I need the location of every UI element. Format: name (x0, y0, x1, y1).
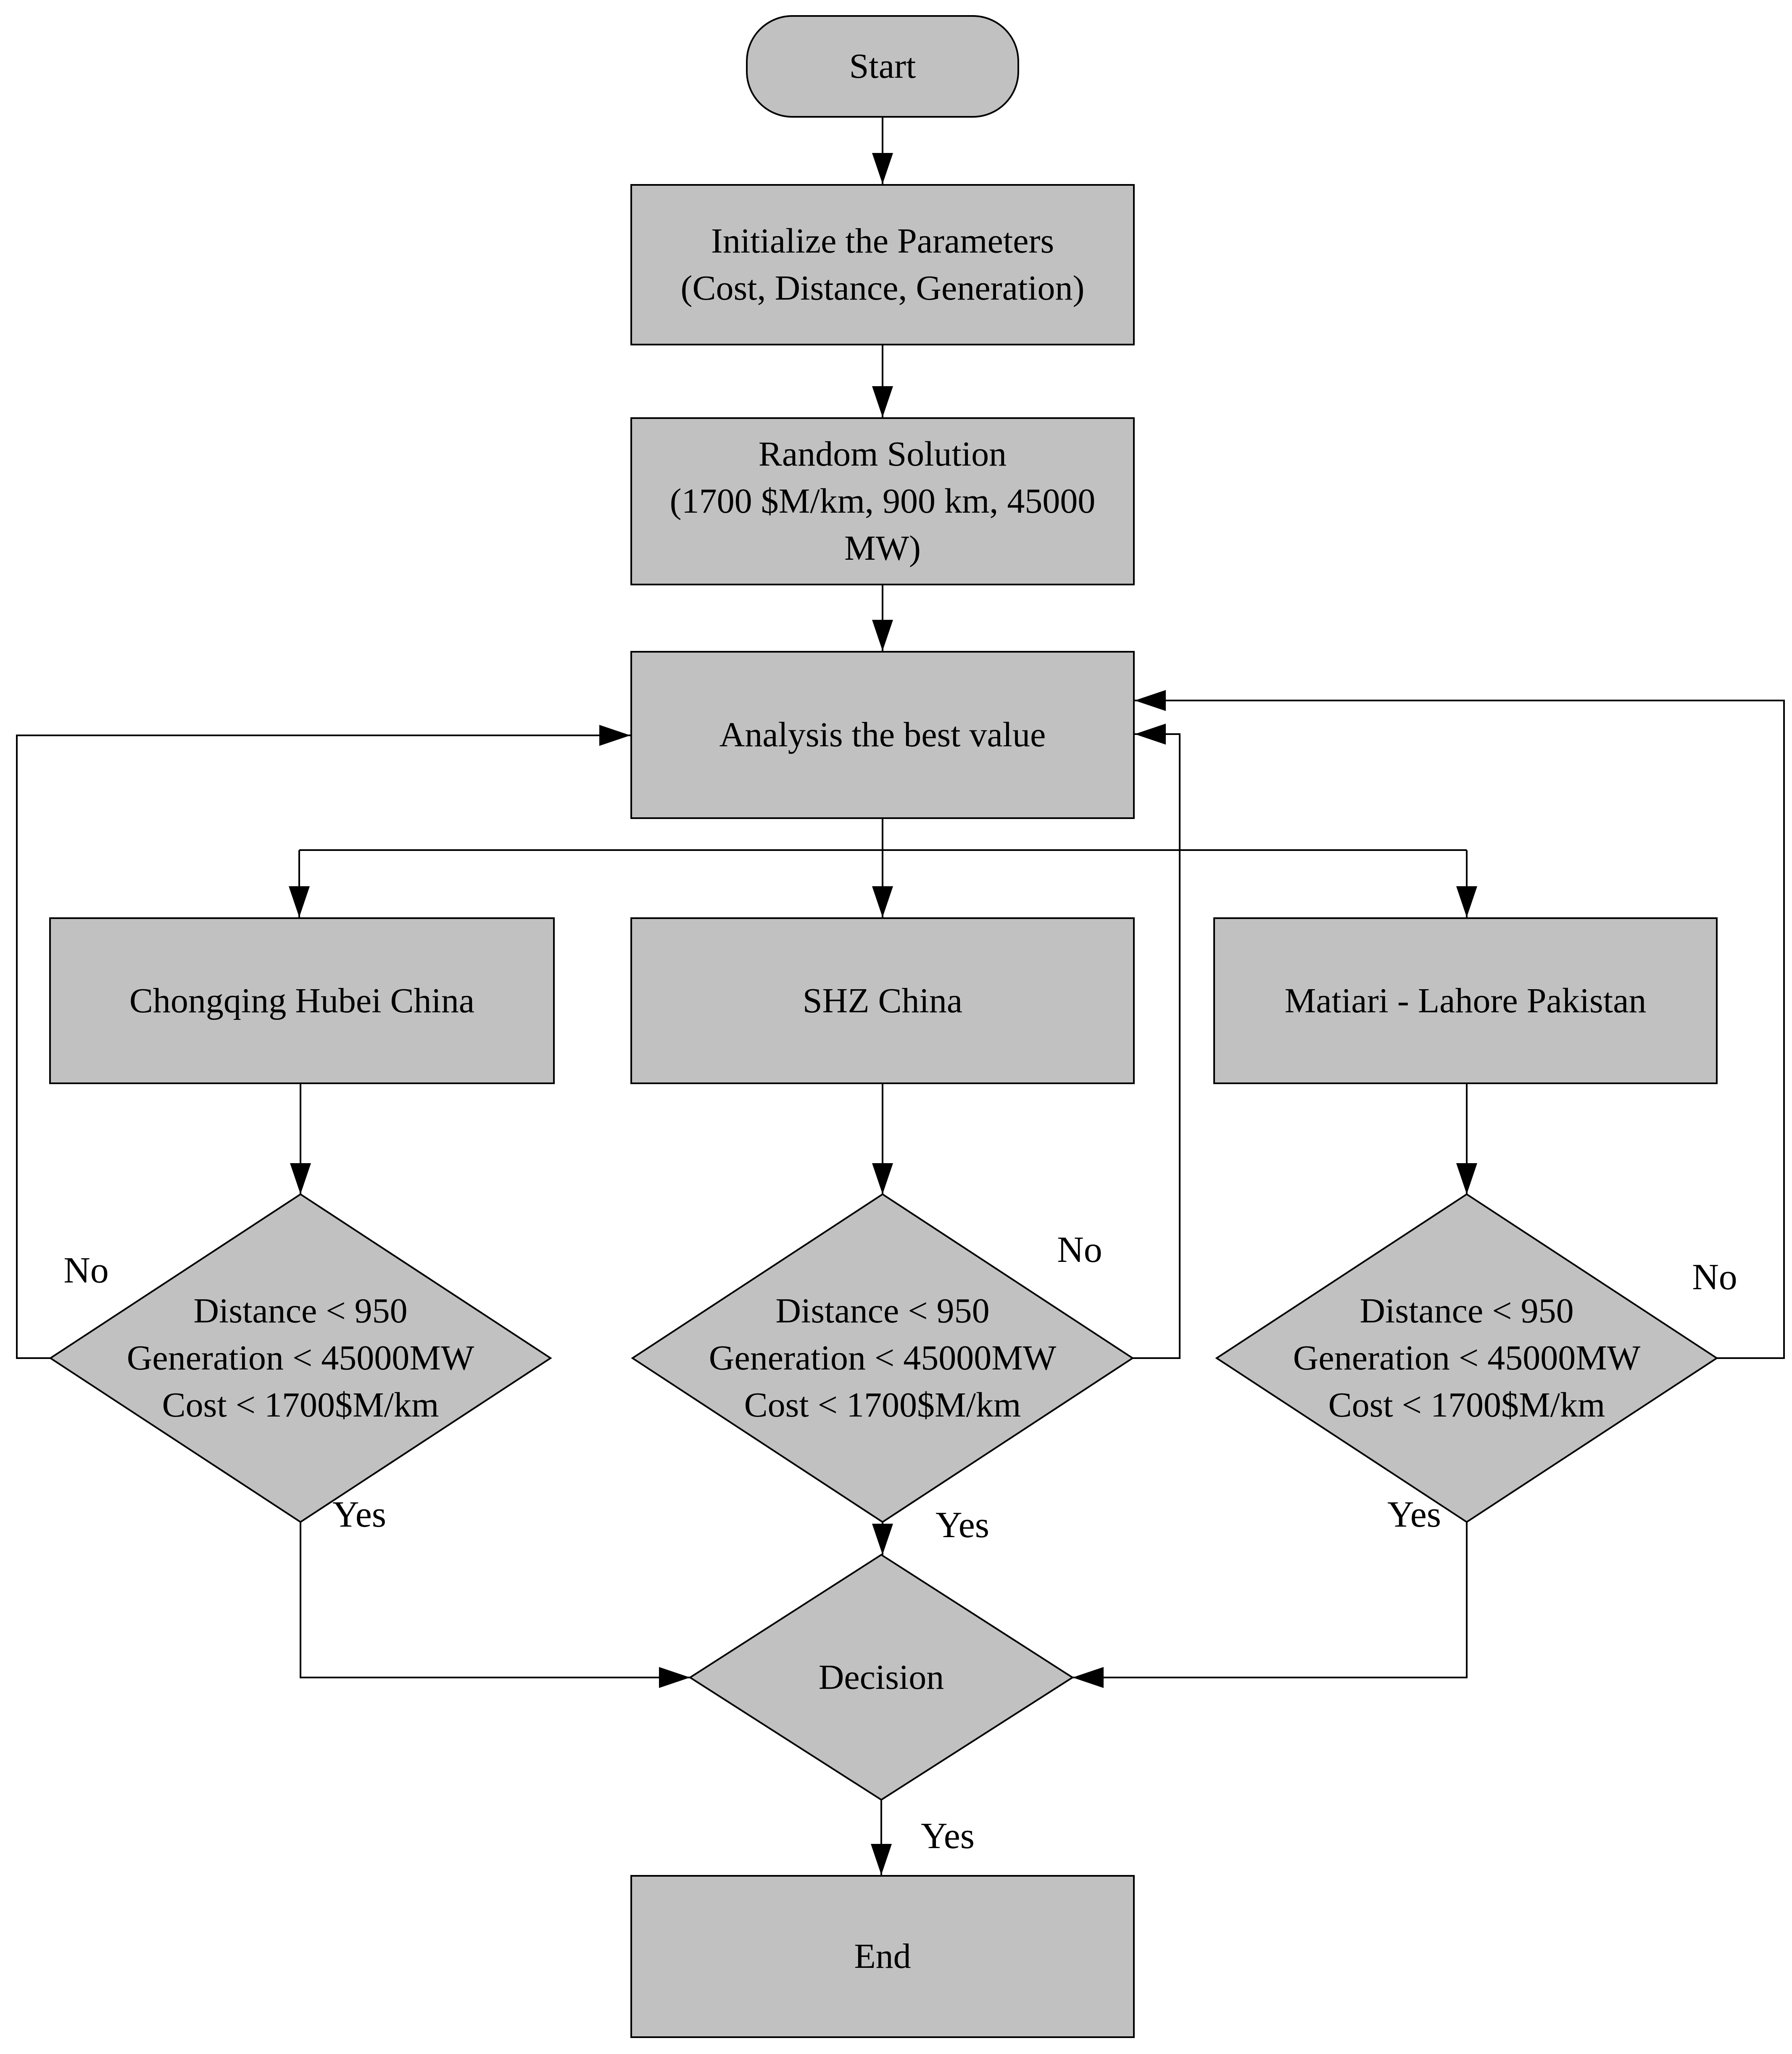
node-initialize: Initialize the Parameters (Cost, Distanc… (630, 184, 1135, 345)
edge-label-yes-middle: Yes (935, 1505, 990, 1546)
decision-label: Decision (818, 1658, 944, 1697)
edge-yes-left (300, 1522, 690, 1688)
node-end-label: End (854, 1937, 911, 1976)
edge-label-no-middle: No (1057, 1230, 1102, 1270)
node-random-solution: Random Solution (1700 $M/km, 900 km, 450… (630, 417, 1135, 585)
condition-middle-shape (631, 1193, 1134, 1523)
condition-right-label: Distance < 950 Generation < 45000MW Cost… (1293, 1291, 1641, 1425)
edge-label-yes-decision: Yes (920, 1816, 975, 1856)
node-branch-left: Chongqing Hubei China (49, 917, 555, 1084)
condition-left-label: Distance < 950 Generation < 45000MW Cost… (126, 1291, 474, 1425)
edge-label-yes-left: Yes (332, 1494, 387, 1535)
condition-right-shape (1215, 1193, 1718, 1523)
condition-middle-label: Distance < 950 Generation < 45000MW Cost… (709, 1291, 1057, 1425)
edge-yes-right (1073, 1522, 1468, 1688)
node-branch-left-label: Chongqing Hubei China (129, 981, 475, 1020)
edge-label-no-right: No (1692, 1257, 1737, 1298)
node-end: End (630, 1875, 1135, 2038)
edge-no-right (1135, 690, 1785, 1359)
node-start-label: Start (849, 47, 916, 86)
node-branch-right: Matiari - Lahore Pakistan (1213, 917, 1718, 1084)
edge-no-left (16, 725, 630, 1359)
edge-label-no-left: No (63, 1250, 109, 1291)
condition-left-shape (49, 1193, 552, 1523)
node-random-solution-label: Random Solution (1700 $M/km, 900 km, 450… (669, 434, 1096, 568)
node-branch-middle-label: SHZ China (802, 981, 963, 1020)
edge-label-yes-right: Yes (1387, 1494, 1442, 1535)
node-start: Start (746, 15, 1019, 118)
node-branch-right-label: Matiari - Lahore Pakistan (1284, 981, 1647, 1020)
edge-no-middle (1133, 724, 1181, 1359)
node-analysis: Analysis the best value (630, 651, 1135, 819)
node-analysis-label: Analysis the best value (719, 715, 1046, 754)
node-branch-middle: SHZ China (630, 917, 1135, 1084)
node-initialize-label: Initialize the Parameters (Cost, Distanc… (680, 221, 1085, 308)
decision-shape (688, 1554, 1074, 1801)
